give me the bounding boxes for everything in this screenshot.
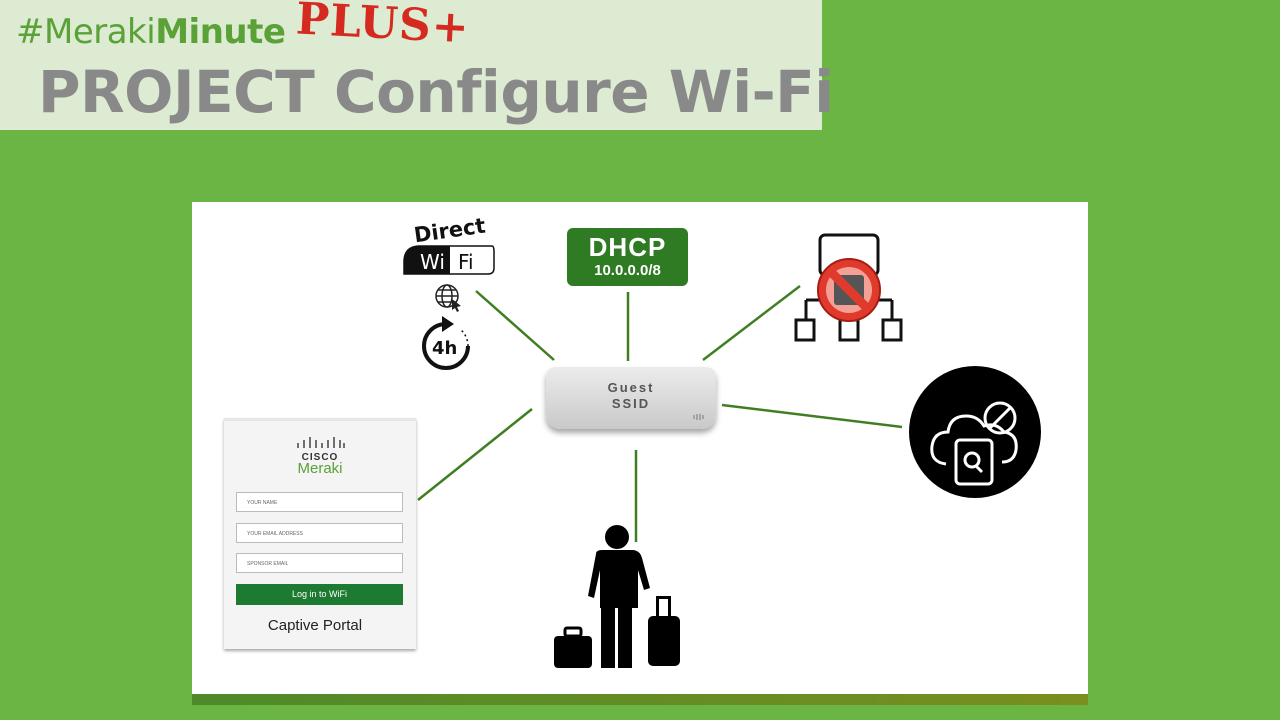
line-portal bbox=[417, 408, 533, 501]
ap-label-line1: Guest bbox=[607, 380, 655, 395]
name-field[interactable]: YOUR NAME bbox=[236, 492, 403, 512]
access-point: Guest SSID bbox=[546, 367, 716, 429]
timer-label: 4h bbox=[432, 338, 457, 359]
line-content-filter bbox=[702, 285, 801, 361]
login-button[interactable]: Log in to WiFi bbox=[236, 584, 403, 605]
globe-icon bbox=[435, 284, 461, 312]
sponsor-email-field[interactable]: SPONSOR EMAIL bbox=[236, 553, 403, 573]
cisco-logo-icon bbox=[297, 437, 345, 448]
wifi-direct-icon: Direct Wi Fi bbox=[403, 214, 495, 275]
hashtag-title: #MerakiMinute bbox=[16, 12, 286, 52]
dhcp-box: DHCP 10.0.0.0/8 bbox=[567, 228, 688, 286]
line-wifi-direct bbox=[475, 290, 555, 361]
portal-brand-meraki: Meraki bbox=[297, 460, 343, 477]
hashtag-minute: Minute bbox=[155, 12, 286, 52]
wifi-direct-word1: Direct bbox=[413, 214, 487, 248]
page-title: PROJECT Configure Wi-Fi bbox=[38, 58, 834, 126]
traveler-icon bbox=[554, 525, 680, 668]
timer-4h-icon: 4h bbox=[422, 316, 470, 370]
header-banner: #MerakiMinute PLUS+ PROJECT Configure Wi… bbox=[0, 0, 834, 130]
cloud-security-icon bbox=[909, 366, 1041, 498]
ap-logo-icon bbox=[693, 414, 704, 420]
wifi-direct-word2: Wi bbox=[420, 250, 445, 274]
captive-portal-caption: Captive Portal bbox=[267, 617, 363, 634]
panel-bottom-bar bbox=[192, 694, 1088, 705]
line-cloud bbox=[721, 403, 903, 429]
email-field[interactable]: YOUR EMAIL ADDRESS bbox=[236, 523, 403, 543]
wifi-direct-word3: Fi bbox=[458, 250, 474, 274]
ap-label-line2: SSID bbox=[611, 396, 651, 411]
captive-portal: CISCO Meraki YOUR NAME YOUR EMAIL ADDRES… bbox=[224, 418, 416, 649]
hashtag-meraki: #Meraki bbox=[16, 12, 156, 52]
blocked-content-icon bbox=[794, 233, 903, 342]
dhcp-subnet: 10.0.0.0/8 bbox=[594, 262, 661, 279]
portal-brand-cisco: CISCO bbox=[301, 452, 339, 463]
dhcp-label: DHCP bbox=[588, 232, 667, 262]
